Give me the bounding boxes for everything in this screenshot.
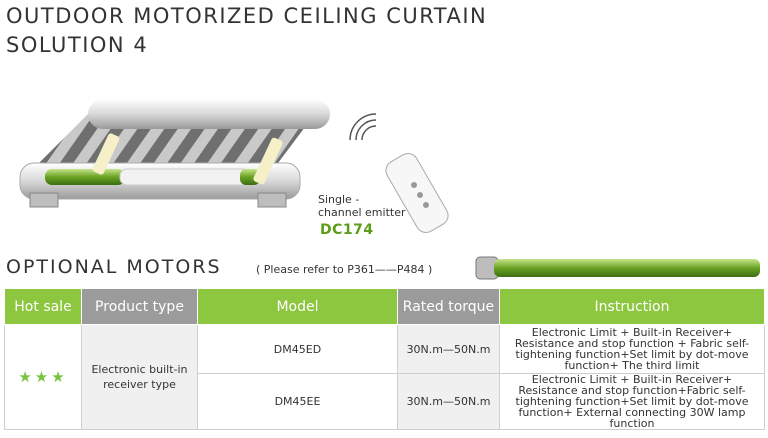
emitter-code: DC174 xyxy=(320,222,374,238)
header-rated-torque: Rated torque xyxy=(397,288,500,325)
page-title: OUTDOOR MOTORIZED CEILING CURTAIN SOLUTI… xyxy=(6,2,487,60)
instruction-cell: Electronic Limit + Built-in Receiver+ Re… xyxy=(499,373,765,430)
bracket-right xyxy=(257,192,287,208)
top-rail xyxy=(88,99,330,129)
header-product-type: Product type xyxy=(81,288,198,325)
torque-cell: 30N.m—50N.m xyxy=(397,373,500,430)
table-row: ★★★ Electronic built-in receiver type DM… xyxy=(4,324,765,430)
white-roller-tube xyxy=(119,168,251,186)
hot-sale-cell: ★★★ xyxy=(4,324,82,430)
header-hot-sale: Hot sale xyxy=(4,288,82,325)
optional-motors-note: ( Please refer to P361——P484 ) xyxy=(256,263,433,276)
emitter-label: Single - channel emitter xyxy=(318,193,406,219)
table-row: DM45EE 30N.m—50N.m Electronic Limit + Bu… xyxy=(5,373,765,430)
tubular-motor-image xyxy=(475,256,760,280)
optional-motors-title: OPTIONAL MOTORS xyxy=(6,256,222,278)
title-line-1: OUTDOOR MOTORIZED CEILING CURTAIN xyxy=(6,4,488,28)
ceiling-curtain-illustration xyxy=(19,99,449,233)
product-type-cell: Electronic built-in receiver type xyxy=(81,324,198,430)
table-header-row: Hot sale Product type Model Rated torque… xyxy=(4,288,765,325)
instruction-cell: Electronic Limit + Built-in Receiver+ Re… xyxy=(499,324,765,374)
model-cell: DM45ED xyxy=(197,324,398,374)
title-line-2: SOLUTION 4 xyxy=(6,33,149,57)
bracket-left xyxy=(29,192,59,208)
header-model: Model xyxy=(197,288,398,325)
header-instruction: Instruction xyxy=(499,288,765,325)
led-strip-left xyxy=(92,133,120,175)
torque-cell: 30N.m—50N.m xyxy=(397,324,500,374)
star-rating-icon: ★★★ xyxy=(18,368,68,386)
led-strip-right xyxy=(253,137,283,185)
model-cell: DM45EE xyxy=(197,373,398,430)
motor-table: Hot sale Product type Model Rated torque… xyxy=(4,288,765,430)
remote-emitter-graphic xyxy=(349,113,449,233)
green-motor-tube xyxy=(45,169,125,185)
